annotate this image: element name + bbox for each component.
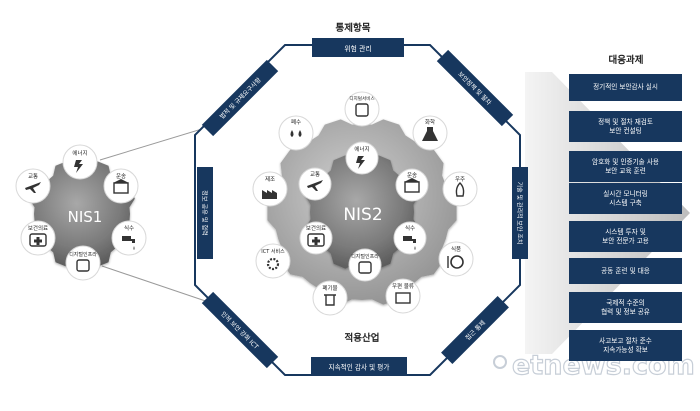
cloud-server-icon (355, 103, 369, 117)
sector-label: 에너지 (72, 149, 87, 157)
svg-text:기술 및 관리적 보안 조치: 기술 및 관리적 보안 조치 (516, 182, 524, 245)
control-item-technical: 기술 및 관리적 보안 조치 (512, 167, 528, 259)
control-item-risk-management: 위험 관리 (312, 38, 404, 57)
nis1-sector-health: 보건의료 (20, 220, 56, 256)
control-items-title: 통제항목 (336, 22, 371, 34)
nis1-sector-energy: 에너지 (62, 144, 98, 180)
plane-icon (307, 180, 323, 191)
sector-label: 폐기물 (322, 284, 337, 292)
nis2-outer-chemical: 화학 (412, 115, 448, 151)
energy-icon (356, 156, 365, 169)
svg-text:지속적인 감사 및 평가: 지속적인 감사 및 평가 (329, 363, 390, 372)
sector-label: 화학 (425, 118, 435, 126)
nis2-outer-manufacturing: 제조 (252, 171, 288, 207)
sector-label: 디지털서비스 (349, 95, 374, 102)
nis2-outer-postal: 우편 물류 (385, 278, 421, 314)
task-monitoring: 실시간 모니터링 시스템 구축 (569, 183, 682, 214)
flask-icon (422, 127, 438, 141)
svg-text:정보 공유 및 협력: 정보 공유 및 협력 (201, 190, 209, 236)
sector-label: 폐수 (291, 118, 301, 126)
sector-label: ICT 서비스 (261, 248, 285, 255)
sector-label: 식품 (451, 245, 461, 253)
nis2-outer-wastewater: 폐수 (278, 115, 314, 151)
task-incident-report: 사고보고 절차 준수 지속가능성 확보 (569, 330, 682, 361)
task-policy-review: 정책 및 절차 재검토 보안 컨설팅 (569, 111, 682, 142)
sector-label: 우편 물류 (392, 282, 414, 290)
nis1-title: NIS1 (68, 208, 103, 226)
sector-label: 보건의료 (306, 225, 326, 232)
factory-icon (262, 190, 277, 199)
nis2-inner-gear (305, 155, 419, 269)
sector-label: 운송 (116, 172, 126, 180)
nis2-inner-health: 보건의료 (299, 221, 333, 255)
sector-label: 디지털인프라 (351, 253, 379, 260)
water-drops-icon (290, 130, 302, 137)
sector-label: 식수 (405, 224, 415, 232)
nis2-outer-waste: 폐기물 (312, 280, 348, 316)
task-encryption: 암호화 및 인증기술 사용 보안 교육 훈련 (569, 151, 682, 182)
nis2-outer-food: 식품 (438, 241, 474, 277)
nis1-sector-traffic: 교통 (15, 168, 51, 204)
nis1-sector-digital: 디지털인프라 (65, 245, 101, 281)
sector-label: 우주 (455, 176, 465, 183)
svg-text:위험 관리: 위험 관리 (344, 44, 371, 53)
energy-icon (74, 160, 83, 173)
sector-label: 보건의료 (28, 225, 48, 232)
trash-icon (324, 294, 336, 306)
rocket-icon (455, 182, 465, 197)
task-investment: 시스템 투자 및 보안 전문가 고용 (569, 221, 682, 252)
medical-kit-icon (307, 233, 325, 247)
task-regular-audit: 정기적인 보안감사 실시 (569, 74, 682, 101)
nis2-inner-water: 식수 (393, 221, 427, 255)
nis1-sector-transport: 운송 (103, 168, 139, 204)
faucet-icon (122, 236, 135, 250)
control-item-info-sharing: 정보 공유 및 협력 (197, 167, 213, 259)
nis2-outer-ict: ICT 서비스 (255, 243, 291, 279)
nis1-sector-water: 식수 (111, 220, 147, 256)
task-international: 국제적 수준의 협력 및 정보 공유 (569, 292, 682, 323)
nis2-inner-digital: 디지털인프라 (348, 248, 382, 282)
task-joint-training: 공동 훈련 및 대응 (569, 258, 682, 284)
nis2-title: NIS2 (343, 205, 382, 225)
nis2-outer-space: 우주 (442, 171, 478, 207)
server-icon (358, 261, 372, 274)
nis2-outer-digital-service: 디지털서비스 (344, 91, 380, 127)
nis2-inner-traffic: 교통 (298, 167, 332, 201)
control-item-audit: 지속적인 감사 및 평가 (311, 357, 407, 376)
plate-icon (450, 255, 464, 269)
sector-label: 교통 (28, 173, 38, 180)
nis2-inner-energy: 에너지 (345, 141, 379, 175)
sector-label: 교통 (310, 171, 320, 178)
sector-label: 디지털인프라 (69, 251, 97, 258)
package-icon (395, 292, 411, 304)
sector-label: 에너지 (354, 145, 369, 153)
sector-label: 운송 (407, 171, 417, 179)
sector-label: 제조 (265, 175, 275, 183)
applied-industries-title: 적용산업 (345, 332, 380, 344)
server-icon (76, 259, 90, 272)
gear-icon (266, 257, 280, 271)
plane-icon (25, 182, 41, 193)
medical-kit-icon (29, 233, 47, 247)
nis2-inner-transport: 운송 (395, 168, 429, 202)
faucet-icon (403, 236, 416, 250)
sector-label: 식수 (124, 224, 134, 232)
response-tasks-title: 대응과제 (609, 54, 644, 66)
